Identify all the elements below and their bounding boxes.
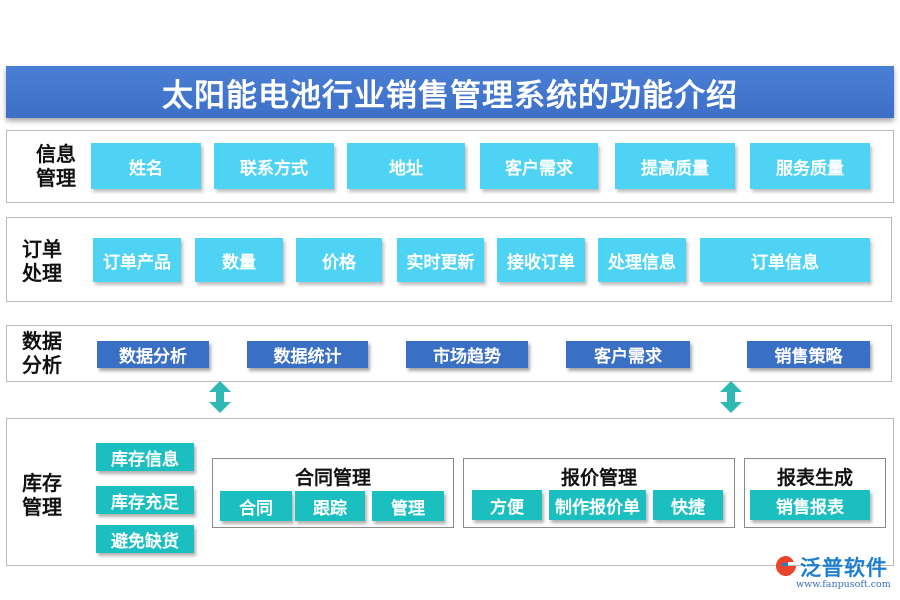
fanpu-logo: 泛普软件 www.fanpusoft.com — [774, 552, 894, 594]
report-generation-title: 报表生成 — [776, 467, 853, 489]
info-item-contact[interactable]: 联系方式 — [214, 143, 334, 189]
analysis-item-data-statistics[interactable]: 数据统计 — [247, 341, 368, 368]
info-item-service-quality[interactable]: 服务质量 — [750, 143, 870, 189]
order-item-receive-order[interactable]: 接收订单 — [497, 238, 585, 282]
double-arrow-icon — [720, 381, 742, 413]
double-arrow-icon — [209, 381, 231, 413]
inventory-item-sufficient-stock[interactable]: 库存充足 — [96, 486, 194, 514]
inventory-management-label: 库存管理 — [22, 471, 62, 519]
info-item-name[interactable]: 姓名 — [91, 143, 201, 189]
quote-item-fast[interactable]: 快捷 — [653, 490, 723, 520]
inventory-item-avoid-shortage[interactable]: 避免缺货 — [96, 525, 194, 553]
contract-item-management[interactable]: 管理 — [372, 491, 444, 521]
quote-item-convenient[interactable]: 方便 — [472, 490, 542, 520]
title-banner: 太阳能电池行业销售管理系统的功能介绍 — [6, 66, 894, 118]
order-item-process-info[interactable]: 处理信息 — [598, 238, 686, 282]
info-item-customer-needs[interactable]: 客户需求 — [480, 143, 598, 189]
quote-item-make-quotation[interactable]: 制作报价单 — [549, 490, 646, 520]
info-management-label: 信息管理 — [36, 142, 76, 190]
page-title: 太阳能电池行业销售管理系统的功能介绍 — [162, 77, 738, 114]
logo-url: www.fanpusoft.com — [796, 579, 891, 590]
contract-item-contract[interactable]: 合同 — [220, 491, 292, 521]
inventory-item-stock-info[interactable]: 库存信息 — [96, 443, 194, 471]
analysis-item-customer-needs[interactable]: 客户需求 — [566, 341, 690, 368]
report-item-sales-report[interactable]: 销售报表 — [750, 490, 870, 520]
analysis-item-market-trend[interactable]: 市场趋势 — [406, 341, 528, 368]
logo-name: 泛普软件 — [800, 556, 888, 580]
info-item-improve-quality[interactable]: 提高质量 — [615, 143, 735, 189]
data-analysis-label: 数据分析 — [22, 329, 62, 377]
analysis-item-data-analysis[interactable]: 数据分析 — [97, 341, 209, 368]
order-item-product[interactable]: 订单产品 — [93, 238, 181, 282]
quote-management-title: 报价管理 — [560, 467, 637, 489]
order-item-price[interactable]: 价格 — [296, 238, 382, 282]
order-item-quantity[interactable]: 数量 — [195, 238, 283, 282]
contract-management-title: 合同管理 — [294, 467, 371, 489]
order-item-realtime-update[interactable]: 实时更新 — [397, 238, 484, 282]
order-processing-label: 订单处理 — [22, 237, 62, 285]
contract-item-tracking[interactable]: 跟踪 — [295, 491, 365, 521]
fanpu-logo-icon — [776, 556, 796, 576]
info-item-address[interactable]: 地址 — [347, 143, 465, 189]
analysis-item-sales-strategy[interactable]: 销售策略 — [747, 341, 870, 368]
order-item-order-info[interactable]: 订单信息 — [700, 238, 870, 282]
